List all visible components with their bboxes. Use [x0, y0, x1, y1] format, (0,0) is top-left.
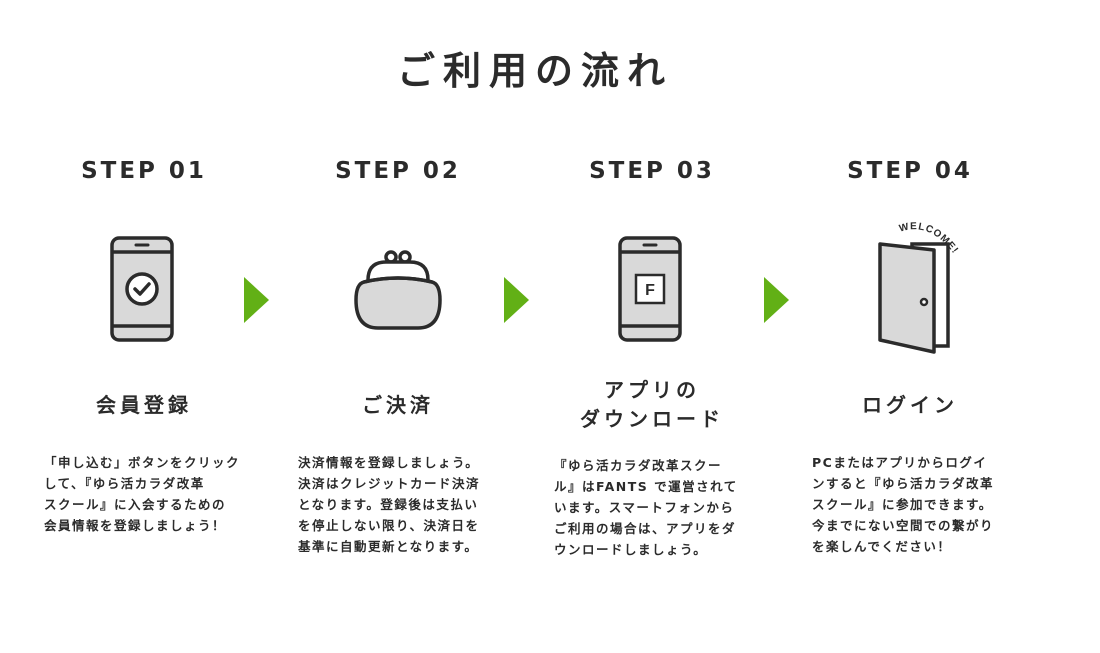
step-label: STEP 02 — [335, 158, 461, 184]
step-label: STEP 01 — [81, 158, 207, 184]
step-name: ご決済 — [362, 393, 434, 417]
step-name: ログイン — [862, 393, 958, 417]
door-icon: WELCOME! — [850, 222, 970, 362]
step-description: 決済情報を登録しましょう。 決済はクレジットカード決済 となります。登録後は支払… — [298, 455, 481, 554]
step-label: STEP 03 — [589, 158, 715, 184]
next-arrow-icon — [244, 277, 269, 323]
coin-purse-icon — [338, 222, 458, 362]
step-label: STEP 04 — [847, 158, 973, 184]
step-03: STEP 03 F アプリの ダウンロード 『ゆら活カラダ改革スクー ル』はFA… — [542, 0, 762, 653]
step-name: アプリの ダウンロード — [580, 378, 724, 431]
next-arrow-icon — [764, 277, 789, 323]
phone-app-icon: F — [592, 222, 712, 362]
app-letter: F — [645, 282, 655, 299]
step-02: STEP 02 ご決済 決済情報を登録しましょう。 決済はクレジットカード決済 … — [288, 0, 508, 653]
step-description: 『ゆら活カラダ改革スクー ル』はFANTS で運営されて います。スマートフォン… — [554, 458, 738, 557]
step-description: PCまたはアプリからログイ ンすると『ゆら活カラダ改革 スクール』に参加できます… — [812, 455, 995, 554]
step-01: STEP 01 会員登録 「申し込む」ボタンをクリック して、『ゆら活カラダ改革… — [34, 0, 254, 653]
step-name: 会員登録 — [96, 393, 192, 417]
step-04: STEP 04 WELCOME! ログイン PCまたはアプリからログイ ンすると… — [800, 0, 1020, 653]
page-title: ご利用の流れ — [396, 49, 673, 93]
next-arrow-icon — [504, 277, 529, 323]
step-description: 「申し込む」ボタンをクリック して、『ゆら活カラダ改革 スクール』に入会するため… — [44, 455, 241, 533]
phone-check-icon — [84, 222, 204, 362]
